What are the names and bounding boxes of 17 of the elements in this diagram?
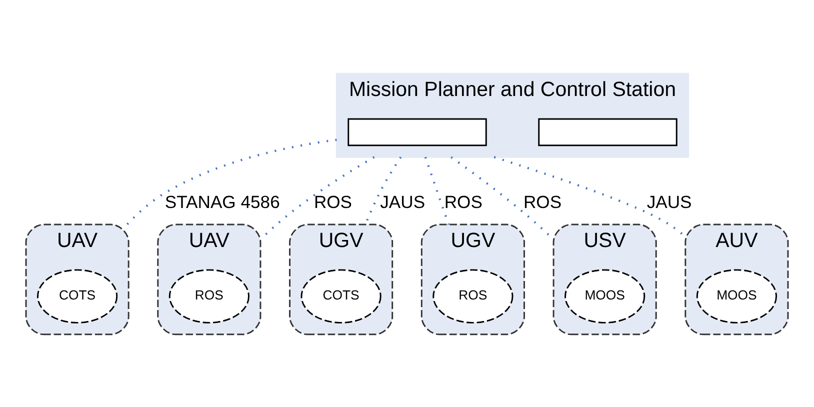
node-ellipse: MOOS	[696, 268, 777, 323]
node-box	[538, 118, 678, 146]
node-ellipse: ROS	[168, 268, 250, 323]
node-ellipse: ROS	[432, 268, 514, 323]
edge-label: ROS	[524, 191, 562, 212]
edge-label: ROS	[444, 191, 482, 212]
node-ellipse: MOOS	[564, 268, 646, 323]
edge-label: JAUS	[380, 191, 426, 212]
node-ellipse: COTS	[300, 268, 382, 323]
cluster: Mission Planner and Control Station	[336, 72, 690, 158]
edge-label: JAUS	[646, 191, 692, 212]
edge-label: STANAG 4586	[164, 191, 280, 212]
node-ellipse: COTS	[37, 268, 118, 323]
edge-label: ROS	[314, 191, 352, 212]
connector	[126, 138, 337, 225]
node-box	[348, 118, 487, 146]
connector	[424, 156, 450, 224]
